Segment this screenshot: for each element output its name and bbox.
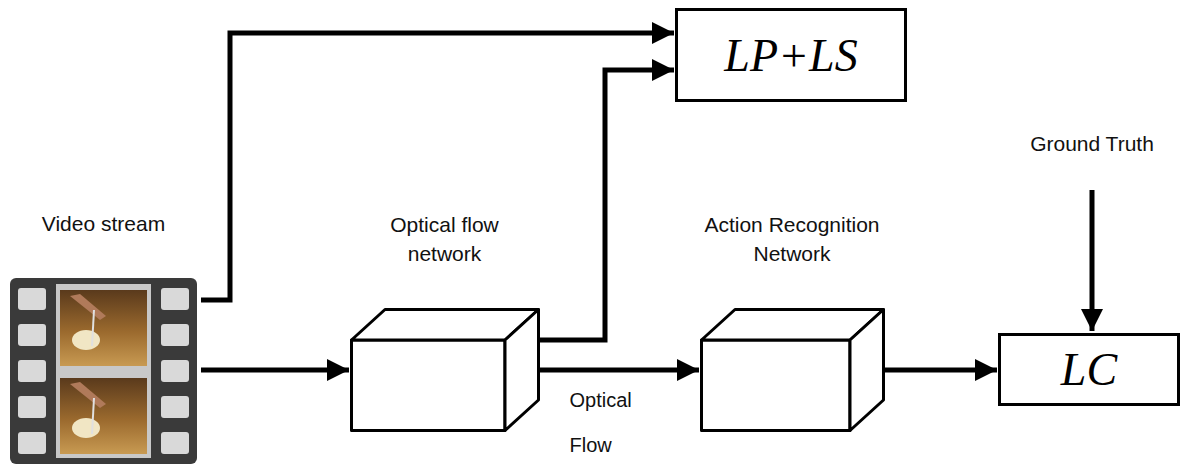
knife-blade: [92, 310, 94, 346]
block-outline: [700, 308, 885, 432]
block-face: [702, 340, 851, 431]
block-outline: [350, 308, 540, 432]
film-strip-icon: [10, 278, 197, 464]
film-hole: [18, 396, 46, 418]
film-hole: [18, 324, 46, 346]
block-heading: Optical flow network: [360, 210, 530, 268]
film-hole: [161, 324, 189, 346]
loss-symbol: LC: [1061, 343, 1117, 396]
block-heading: Action Recognition Network: [687, 210, 897, 268]
loss-symbol: LP+LS: [724, 29, 857, 82]
hand-shape: [70, 294, 106, 320]
video-frame: [60, 378, 147, 454]
block-face: [850, 310, 884, 431]
film-hole: [18, 432, 46, 454]
hand-shape: [70, 382, 106, 408]
flow-arrow: [540, 368, 699, 373]
video-stream: Video stream: [10, 278, 197, 464]
video-frame: [60, 290, 147, 366]
film-hole: [161, 288, 189, 310]
network-block: Optical flow network: [350, 308, 540, 432]
loss-box: LC: [998, 333, 1180, 406]
film-hole: [18, 288, 46, 310]
block-heading: Video stream: [19, 209, 189, 238]
film-hole: [18, 360, 46, 382]
knife-blade: [92, 398, 94, 434]
onion-piece: [72, 330, 100, 350]
flow-arrow: [885, 368, 997, 373]
edge-label: Optical Flow: [570, 378, 654, 466]
arrow-line: [1090, 190, 1095, 331]
input-label: Ground Truth: [1030, 132, 1154, 156]
film-hole: [161, 432, 189, 454]
loss-box: LP+LS: [675, 8, 907, 102]
block-face: [505, 310, 539, 431]
onion-piece: [72, 418, 100, 438]
film-frame: [10, 278, 197, 464]
block-face: [352, 340, 506, 431]
film-hole: [161, 360, 189, 382]
flow-arrow: [538, 70, 674, 340]
flow-arrow: [201, 368, 349, 373]
network-block: Action Recognition Network: [700, 308, 885, 432]
film-hole: [161, 396, 189, 418]
film-band: [56, 284, 151, 458]
